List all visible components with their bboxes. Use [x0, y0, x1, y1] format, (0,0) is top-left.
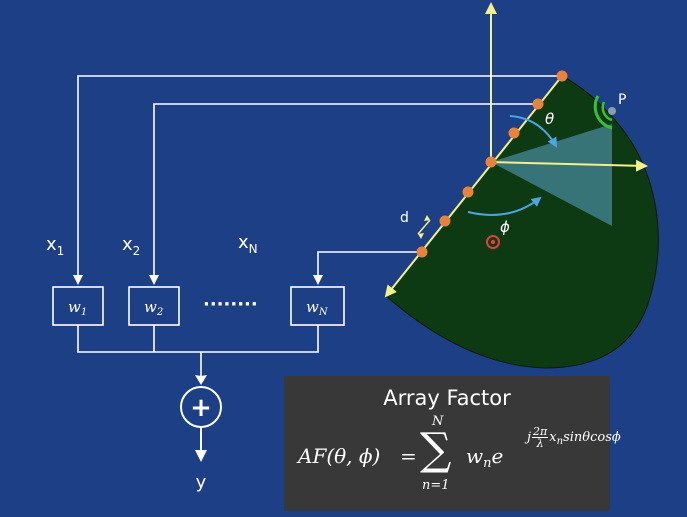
sum-upper-limit: N [432, 414, 444, 429]
summing-symbol: + [190, 393, 212, 423]
weights-ellipsis: ········ [203, 294, 258, 315]
weight-label-1: w1 [68, 298, 87, 318]
input-label-n: xN [238, 232, 258, 256]
formula-lhs: AF(θ, ϕ) [298, 444, 381, 468]
spacing-label: d [400, 210, 409, 226]
feed-line-2 [149, 103, 538, 285]
origin-dot [490, 239, 496, 245]
input-label-2: x2 [122, 234, 140, 258]
phi-arc [467, 196, 542, 216]
theta-label: θ [545, 110, 554, 128]
wave-arc-outer [593, 95, 613, 130]
feed-line-1 [73, 75, 562, 285]
origin-marker [486, 235, 500, 249]
combiner-bus [77, 325, 319, 376]
array-element [485, 156, 497, 168]
array-element [439, 215, 451, 227]
feed-line-n [313, 251, 422, 285]
array-element [416, 246, 428, 258]
formula-equals: = [400, 444, 417, 468]
array-element [532, 98, 544, 110]
weight-label-n: wN [306, 298, 329, 318]
output-arrowhead [195, 450, 207, 462]
x-axis [490, 159, 648, 172]
spacing-arrow [417, 219, 431, 235]
main-beam [491, 124, 612, 226]
summation-symbol: ∑ [420, 424, 452, 475]
array-factor-title: Array Factor [383, 386, 511, 410]
theta-arc [509, 115, 557, 148]
radiation-pattern [385, 75, 659, 369]
phi-label: ϕ [500, 218, 510, 236]
wave-arc-inner [601, 101, 613, 122]
formula-term: wne [466, 444, 504, 471]
point-p-label: P [618, 92, 626, 108]
combiner-arrowhead [195, 375, 207, 385]
point-p-marker [608, 107, 616, 115]
input-label-1: x1 [46, 234, 64, 258]
output-label: y [196, 472, 207, 493]
sum-lower-limit: n=1 [422, 478, 450, 493]
array-element [508, 127, 520, 139]
weight-label-2: w2 [144, 298, 163, 318]
array-element [462, 186, 474, 198]
array-axis [384, 75, 563, 298]
array-element [556, 70, 568, 82]
